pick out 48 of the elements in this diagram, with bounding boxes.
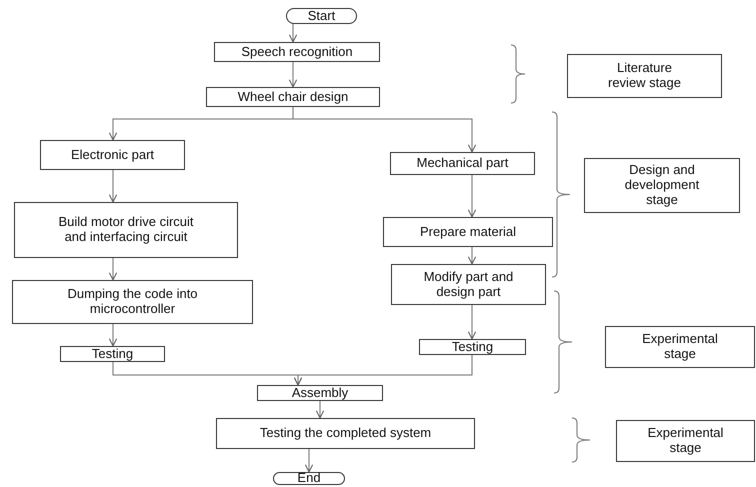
stage-box [567,54,722,98]
terminal-shape [286,8,357,24]
box-text: End [297,471,321,486]
box-text: Prepare material [420,224,516,240]
box-text: Testing [452,340,494,354]
box-text: Electronic part [70,148,154,162]
process-box [12,280,253,324]
stage-box [605,326,755,368]
process-box [257,385,383,401]
process-box [206,87,380,107]
box-text: Assembly [292,386,348,400]
process-box [419,339,526,355]
arrow [288,62,298,88]
arrow [108,324,118,347]
box-text: Mechanical part [416,156,508,171]
arrow [468,304,476,340]
terminal-shape [273,472,345,485]
box-text: Testing the completed system [260,426,432,441]
arrow [294,354,472,386]
box-text: Literature review stage [607,61,682,91]
arrow [304,448,314,473]
process-box [383,217,553,247]
process-box [216,418,475,449]
arrow [316,400,324,419]
box-text: Dumping the code into microcontroller [66,287,199,317]
box-text: Build motor drive circuit and interfacing circuit [57,215,195,245]
box-text: Start [308,8,336,24]
arrow [468,174,476,218]
box-text: Testing [92,346,134,362]
arrow [288,24,298,43]
stage-box [584,158,740,213]
box-text: Speech recognition [241,44,353,60]
box-text: Design and development stage [624,163,700,208]
arrow [292,106,476,153]
process-box [214,42,380,62]
box-text: Wheel chair design [238,90,348,104]
process-box [40,140,185,170]
process-box [60,346,165,362]
stage-box [616,420,755,462]
arrow [108,170,118,203]
box-text: Experimental stage [647,426,724,456]
box-text: Experimental stage [642,332,718,362]
process-box [14,202,238,258]
process-box [391,264,546,305]
arrow [468,246,476,265]
arrow [108,258,118,281]
box-text: Modify part and design part [422,270,514,300]
process-box [390,152,535,175]
